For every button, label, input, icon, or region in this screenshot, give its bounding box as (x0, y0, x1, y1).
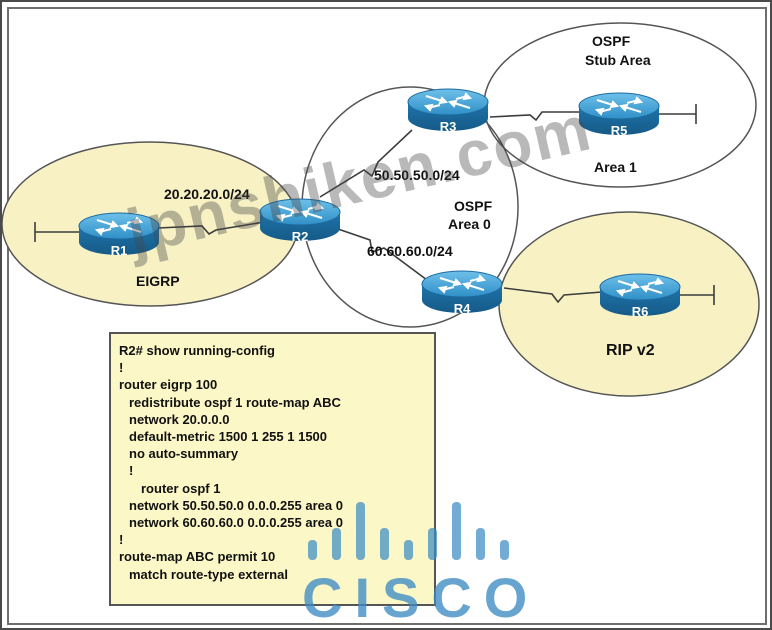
cisco-logo-text: CISCO (302, 566, 540, 629)
router-r3-label: R3 (440, 119, 457, 134)
ospf-stub-label-line2: Stub Area (585, 52, 651, 68)
ospf-area0-label-line1: OSPF (454, 198, 493, 214)
config-line: ! (119, 532, 124, 548)
config-line: ! (129, 463, 134, 479)
eigrp-area-label: EIGRP (136, 273, 180, 289)
config-line: match route-type external (129, 566, 288, 582)
network-label-r1-r2: 20.20.20.0/24 (164, 186, 250, 202)
r4-r6-serial (503, 287, 603, 304)
network-label-r2-r3: 50.50.50.0/24 (374, 167, 460, 183)
router-r5-label: R5 (611, 123, 628, 138)
router-r6-label: R6 (632, 304, 649, 319)
config-line: router eigrp 100 (119, 377, 218, 393)
config-line: router ospf 1 (141, 480, 221, 496)
router-r3: R3 (407, 88, 489, 134)
router-r1: R1 (78, 212, 160, 258)
config-line: network 20.0.0.0 (129, 411, 230, 427)
config-line: redistribute ospf 1 route-map ABC (129, 394, 341, 410)
router-r1-label: R1 (111, 243, 128, 258)
config-line: route-map ABC permit 10 (119, 549, 276, 565)
rip-area-label: RIP v2 (606, 342, 655, 359)
r3-r5-serial (489, 111, 579, 122)
config-line: default-metric 1500 1 255 1 1500 (129, 429, 328, 445)
config-line: network 60.60.60.0 0.0.0.255 area 0 (129, 515, 343, 531)
r1-r2-serial (157, 221, 265, 236)
router-r4: R4 (421, 270, 503, 316)
router-r4-label: R4 (454, 301, 471, 316)
cisco-logo-bars (308, 502, 509, 560)
router-r6: R6 (599, 273, 681, 319)
config-line: network 50.50.50.0 0.0.0.255 area 0 (129, 497, 343, 513)
ospf-stub-label-line1: OSPF (592, 33, 631, 49)
running-config-box: R2# show running-config ! router eigrp 1… (109, 332, 436, 606)
r2-r3-serial (319, 129, 413, 198)
links (34, 104, 715, 305)
router-r2: R2 (259, 198, 341, 244)
config-line: no auto-summary (129, 446, 239, 462)
router-r5: R5 (578, 92, 660, 138)
config-line: R2# show running-config (119, 343, 275, 358)
ospf-area0-label-line2: Area 0 (448, 216, 491, 232)
area1-label: Area 1 (594, 159, 637, 175)
r2-r4-serial (337, 228, 428, 281)
network-label-r2-r4: 60.60.60.0/24 (367, 243, 453, 259)
router-r2-label: R2 (292, 229, 309, 244)
config-line: ! (119, 360, 124, 376)
